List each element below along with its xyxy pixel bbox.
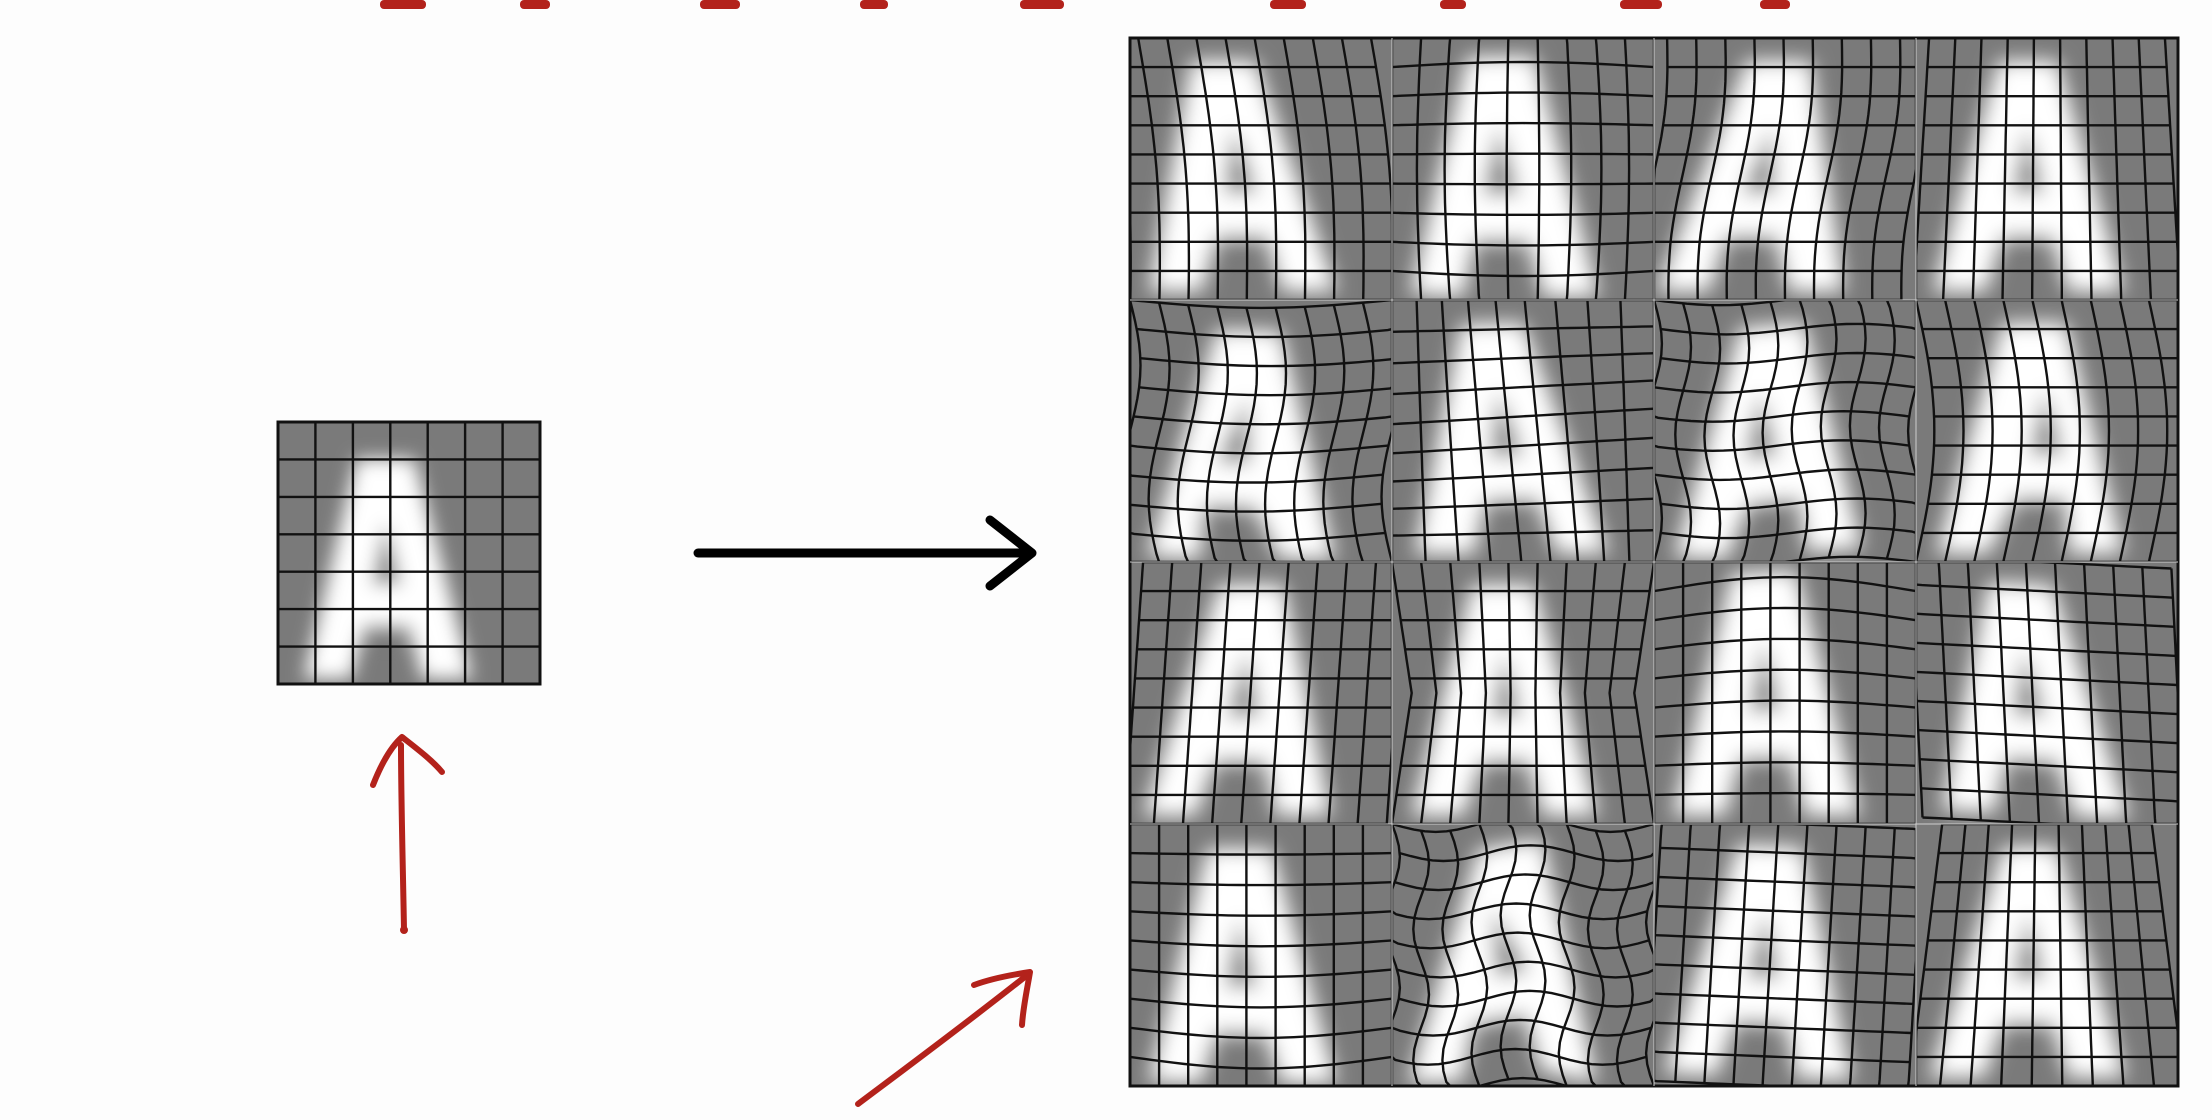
augmented-tile — [1392, 38, 1654, 300]
augmented-tile — [1916, 38, 2178, 300]
source-tile — [276, 420, 542, 686]
augmented-tile — [1654, 562, 1916, 824]
augmented-tile — [1916, 562, 2178, 824]
source-glyph-image — [276, 420, 542, 686]
augmented-tile — [1130, 300, 1392, 562]
augmented-tile — [1130, 38, 1392, 300]
augmented-tile — [1654, 824, 1916, 1086]
cropped-title-strokes — [0, 0, 2212, 14]
augmented-glyph-grid — [1128, 36, 2180, 1088]
augmented-tile — [1916, 824, 2178, 1086]
augmented-tile — [1392, 824, 1654, 1086]
augmented-tile — [1392, 562, 1654, 824]
cropped-title-svg — [380, 0, 1790, 9]
hand-drawn-diagonal-arrow-icon — [855, 969, 1033, 1107]
hand-drawn-up-arrow-icon — [370, 734, 445, 934]
augmented-tile — [1130, 824, 1392, 1086]
augmented-tile — [1654, 38, 1916, 300]
right-arrow-icon — [693, 515, 1037, 591]
augmented-tile — [1654, 300, 1916, 562]
augmented-tile — [1392, 300, 1654, 562]
augmented-tile — [1130, 562, 1392, 824]
augmented-tile — [1916, 300, 2178, 562]
